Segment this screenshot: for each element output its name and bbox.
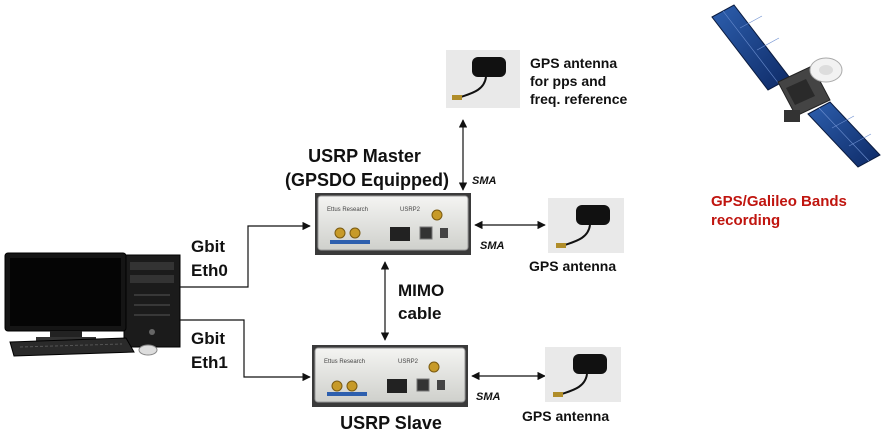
usrp-slave-device: Ettus Research USRP2 [312,345,468,407]
satellite-icon [711,4,881,168]
usrp-slave-label: USRP Slave [340,413,442,433]
gps-antenna-master-label: GPS antenna [529,258,616,274]
usrp-master-brand: Ettus Research [327,207,368,213]
gps-antenna-master-image [548,198,624,253]
satellite-label: GPS/Galileo Bands recording [711,193,851,229]
usrp-master-device: Ettus Research USRP2 [315,193,471,255]
gps-antenna-slave-label: GPS antenna [522,408,609,424]
eth0-link [180,221,311,288]
eth1-link [180,319,311,382]
sma-slave-label: SMA [476,391,501,403]
usrp-slave-model: USRP2 [398,359,419,365]
computer-icon [4,252,181,357]
usrp-slave-brand: Ettus Research [324,359,365,365]
gps-antenna-slave-image [545,347,621,402]
sma-ref-label: SMA [472,175,497,187]
gps-ref-antenna-label: GPS antenna for pps and freq. reference [530,55,627,107]
usrp-master-model: USRP2 [400,207,421,213]
eth0-label: Gbit Eth0 [191,237,230,280]
gps-ref-antenna-image [446,50,520,108]
sma-master-label: SMA [480,240,505,252]
usrp-master-label: USRP Master (GPSDO Equipped) [285,146,449,190]
eth1-label: Gbit Eth1 [191,329,230,372]
mimo-label: MIMO cable [398,281,449,323]
